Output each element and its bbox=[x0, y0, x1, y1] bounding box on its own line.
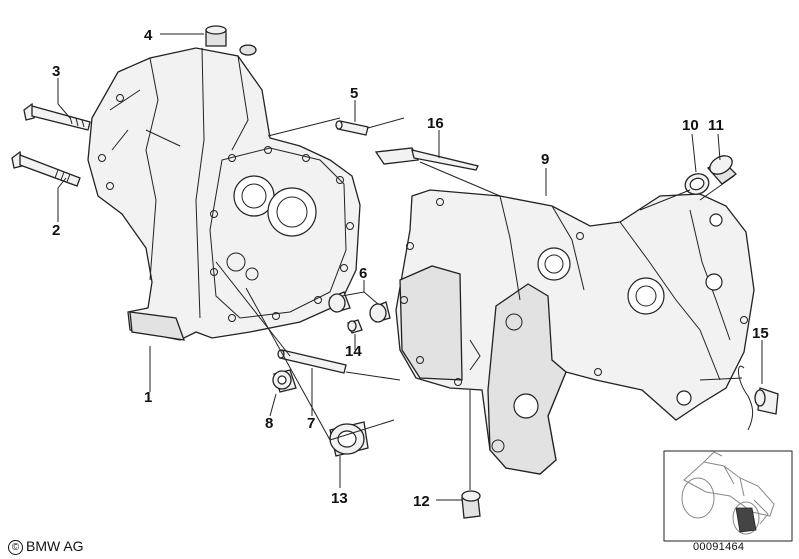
part-3-bolt bbox=[23, 102, 91, 131]
assembly-lines bbox=[215, 117, 743, 490]
part-8-sleeve bbox=[272, 369, 297, 393]
label-12: 12 bbox=[413, 493, 430, 510]
label-5: 5 bbox=[350, 85, 358, 102]
label-1: 1 bbox=[144, 389, 152, 406]
label-13: 13 bbox=[331, 490, 348, 507]
part-9-rear-housing bbox=[395, 189, 755, 475]
part-1-front-housing bbox=[87, 25, 361, 341]
label-10: 10 bbox=[682, 117, 699, 134]
label-11: 11 bbox=[708, 117, 724, 134]
part-5-dowel-pin bbox=[335, 120, 369, 136]
part-6-bushing bbox=[328, 291, 351, 313]
label-3: 3 bbox=[52, 63, 60, 80]
label-16: 16 bbox=[427, 115, 444, 132]
part-6-bushing bbox=[369, 301, 391, 323]
part-2-bolt bbox=[11, 150, 81, 187]
leader-lines bbox=[57, 33, 763, 501]
part-14-pin bbox=[347, 319, 363, 334]
label-9: 9 bbox=[541, 151, 549, 168]
label-15: 15 bbox=[752, 325, 769, 342]
label-4: 4 bbox=[144, 27, 153, 44]
part-16-strip bbox=[374, 147, 479, 171]
copyright-icon: © bbox=[8, 540, 23, 555]
part-10-o-ring bbox=[684, 173, 710, 195]
part-7-rod bbox=[277, 349, 347, 374]
part-11-plug bbox=[706, 155, 738, 185]
part-12-drain-plug bbox=[461, 490, 481, 519]
label-2: 2 bbox=[52, 222, 60, 239]
image-id: 00091464 bbox=[693, 541, 745, 553]
part-labels: 1 2 3 4 5 6 7 8 9 10 11 12 13 14 15 16 bbox=[52, 27, 769, 510]
brand-name: BMW AG bbox=[26, 538, 84, 554]
label-7: 7 bbox=[307, 415, 315, 432]
part-13-bushing bbox=[329, 421, 369, 457]
part-15-sensor bbox=[738, 365, 779, 431]
brand-copyright: ©BMW AG bbox=[8, 538, 84, 555]
motorcycle-thumbnail bbox=[663, 450, 793, 542]
label-8: 8 bbox=[265, 415, 273, 432]
label-14: 14 bbox=[345, 343, 362, 360]
label-6: 6 bbox=[359, 265, 367, 282]
